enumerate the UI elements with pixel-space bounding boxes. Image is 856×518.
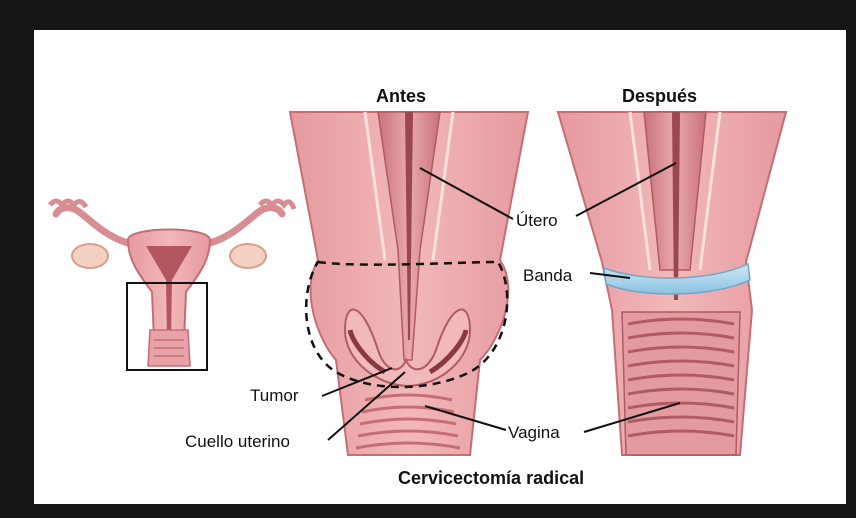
uterus-label: Útero: [516, 211, 558, 231]
tumor-label: Tumor: [250, 386, 299, 406]
after-diagram: [558, 112, 786, 455]
after-heading: Después: [622, 86, 697, 107]
vagina-label: Vagina: [508, 423, 560, 443]
before-heading: Antes: [376, 86, 426, 107]
before-diagram: [290, 112, 528, 455]
cervix-label: Cuello uterino: [185, 432, 290, 452]
band-label: Banda: [523, 266, 572, 286]
diagram-caption: Cervicectomía radical: [398, 468, 584, 489]
